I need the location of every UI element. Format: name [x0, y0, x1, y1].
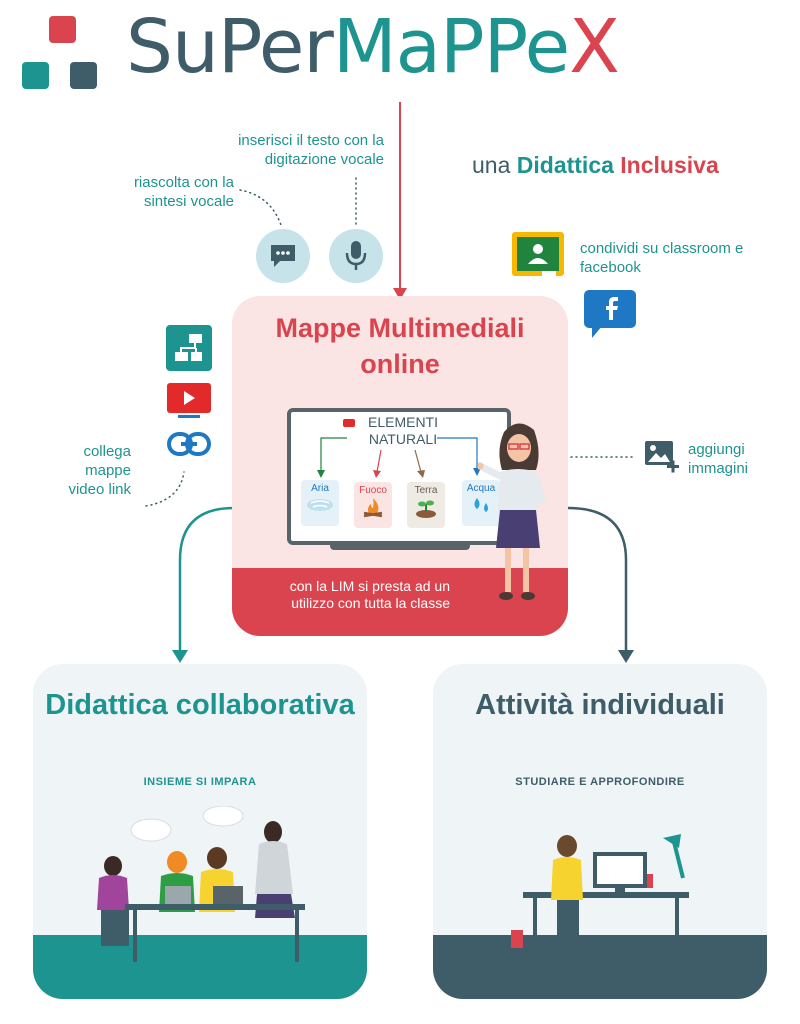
left-flow-head — [172, 650, 188, 663]
fire-icon — [363, 498, 383, 518]
element-card-water: Acqua — [462, 480, 500, 526]
element-label-earth: Terra — [414, 485, 438, 496]
mind-map-link-button[interactable] — [166, 325, 212, 371]
board-map-arrows — [317, 437, 481, 478]
add-image-note: aggiungi immagini — [688, 441, 749, 477]
collaborative-floor — [33, 935, 367, 999]
chat-icon — [271, 245, 295, 267]
lim-footer-text: con la LIM si presta ad un utilizzo con … — [289, 578, 450, 611]
logo-arrow-head — [393, 288, 407, 300]
logo-text-part-3: X — [569, 4, 620, 90]
facebook-icon[interactable] — [584, 290, 636, 338]
individual-study-illustration — [511, 834, 689, 950]
sprout-icon — [416, 500, 436, 518]
teacher-figure — [478, 423, 546, 600]
tagline-part-3: Inclusiva — [613, 152, 719, 178]
voice-dictation-button[interactable] — [329, 229, 383, 283]
add-image-button[interactable] — [644, 440, 682, 476]
share-note: condividi su classroom e facebook — [580, 240, 744, 276]
individual-floor — [433, 935, 767, 999]
board-map-title: ELEMENTI NATURALI — [367, 414, 438, 447]
collaborative-card: Didattica collaborativa INSIEME SI IMPAR… — [33, 664, 367, 999]
tagline: una Didattica Inclusiva — [472, 152, 719, 179]
whiteboard-stand — [330, 544, 470, 550]
mind-map-icon — [175, 334, 202, 361]
voice-output-note: riascolta con la sintesi vocale — [133, 174, 234, 210]
element-card-fire: Fuoco — [354, 482, 392, 528]
logo-text: SuPerMaPPeX — [126, 2, 620, 92]
element-label-fire: Fuoco — [359, 485, 387, 496]
element-label-air: Aria — [311, 483, 329, 494]
voice-input-note: inserisci il testo con la digitazione vo… — [238, 132, 384, 168]
logo-text-part-1: SuPer — [126, 4, 334, 90]
individual-title: Attività individuali — [475, 689, 725, 721]
lim-footer: con la LIM si presta ad un utilizzo con … — [232, 568, 568, 636]
multimedia-maps-title: Mappe Multimediali online — [275, 313, 525, 379]
element-card-air: Aria — [301, 480, 339, 526]
link-connector — [145, 471, 185, 507]
youtube-small-icon — [343, 419, 355, 427]
add-image-icon — [645, 441, 679, 473]
right-flow-head — [618, 650, 634, 663]
right-flow-line — [567, 506, 628, 652]
youtube-icon — [167, 383, 211, 418]
voice-output-connector — [239, 189, 283, 229]
web-link-button[interactable] — [166, 428, 212, 460]
link-icon — [167, 432, 211, 456]
collaborative-title: Didattica collaborativa — [45, 689, 355, 721]
water-drop-icon — [474, 498, 488, 512]
left-flow-line — [178, 506, 235, 652]
element-card-earth: Terra — [407, 482, 445, 528]
text-to-speech-button[interactable] — [256, 229, 310, 283]
group-study-illustration — [97, 806, 305, 962]
tagline-part-1: una — [472, 152, 517, 178]
logo-mark — [22, 16, 102, 92]
individual-subtitle: STUDIARE E APPROFONDIRE — [515, 776, 685, 788]
logo-text-part-2: MaPPe — [332, 4, 570, 90]
individual-card: Attività individuali STUDIARE E APPROFON… — [433, 664, 767, 999]
wind-icon — [307, 499, 333, 511]
collaborative-subtitle: INSIEME SI IMPARA — [143, 776, 257, 788]
link-note: collega mappe video link — [68, 443, 131, 498]
google-classroom-icon[interactable] — [512, 232, 564, 280]
youtube-link-button[interactable] — [166, 382, 212, 420]
element-label-water: Acqua — [466, 483, 496, 494]
microphone-icon — [345, 241, 367, 270]
tagline-part-2: Didattica — [516, 152, 614, 178]
